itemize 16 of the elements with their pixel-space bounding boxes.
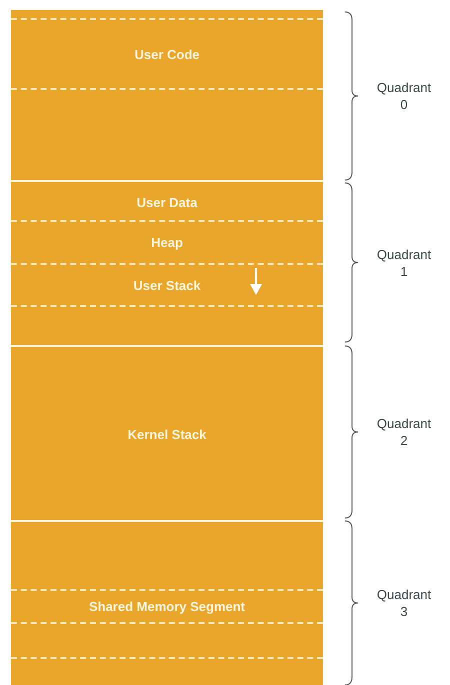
quadrant-label: Quadrant 1 [376,246,432,280]
segment-label: Heap [151,235,183,250]
memory-region [11,10,323,180]
quadrant-label: Quadrant 3 [376,586,432,620]
segment-label: User Code [134,46,200,62]
memory-segment [11,265,323,307]
segment-label: Shared Memory Segment [88,599,246,614]
memory-region [11,180,323,345]
segment-label: Kernel Stack [128,427,206,442]
segment-label: User Data [136,194,198,210]
memory-segment [11,589,323,624]
memory-region [11,520,323,685]
segment-label: User Stack [133,278,201,292]
memory-segment [11,18,323,90]
quadrant-label: Quadrant 0 [376,79,432,113]
quadrant-label: Quadrant 2 [376,415,432,449]
